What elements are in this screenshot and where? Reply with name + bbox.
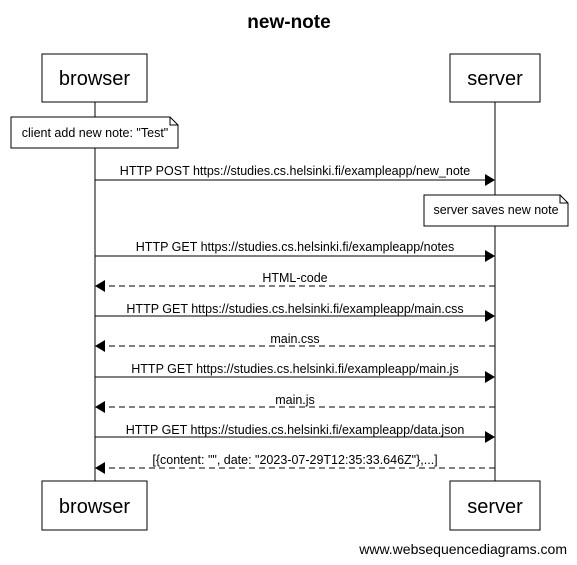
note-browser: client add new note: "Test" [10, 116, 179, 149]
message-main-css: main.css [95, 332, 495, 352]
message-get-main-css: HTTP GET https://studies.cs.helsinki.fi/… [95, 302, 495, 322]
message-data-json-response: [{content: "", date: "2023-07-29T12:35:3… [95, 453, 495, 474]
participant-server-bottom-label: server [467, 496, 523, 518]
participant-server-top: server [449, 53, 541, 103]
participant-server-bottom: server [449, 480, 541, 531]
message-post-new-note: HTTP POST https://studies.cs.helsinki.fi… [95, 164, 495, 186]
message-html-code: HTML-code [95, 271, 495, 292]
message-main-css-label: main.css [270, 332, 319, 346]
message-get-notes-label: HTTP GET https://studies.cs.helsinki.fi/… [136, 240, 454, 254]
note-browser-text: client add new note: "Test" [22, 126, 168, 140]
message-post-new-note-label: HTTP POST https://studies.cs.helsinki.fi… [120, 164, 470, 178]
message-get-main-js-label: HTTP GET https://studies.cs.helsinki.fi/… [131, 362, 458, 376]
message-main-js: main.js [95, 393, 495, 413]
message-html-code-label: HTML-code [262, 271, 327, 285]
diagram-title: new-note [247, 12, 330, 33]
message-get-notes: HTTP GET https://studies.cs.helsinki.fi/… [95, 240, 495, 262]
message-main-js-label: main.js [275, 393, 315, 407]
message-get-data-json: HTTP GET https://studies.cs.helsinki.fi/… [95, 423, 495, 443]
footer-watermark: www.websequencediagrams.com [358, 541, 567, 557]
participant-browser-bottom-label: browser [59, 496, 130, 518]
note-server-text: server saves new note [433, 203, 558, 217]
message-get-main-js: HTTP GET https://studies.cs.helsinki.fi/… [95, 362, 495, 383]
message-data-json-response-label: [{content: "", date: "2023-07-29T12:35:3… [152, 453, 437, 467]
participant-browser-top: browser [41, 53, 148, 103]
participant-browser-bottom: browser [41, 480, 148, 531]
message-get-main-css-label: HTTP GET https://studies.cs.helsinki.fi/… [126, 302, 463, 316]
message-get-data-json-label: HTTP GET https://studies.cs.helsinki.fi/… [126, 423, 465, 437]
participant-server-top-label: server [467, 68, 523, 90]
note-server: server saves new note [423, 194, 569, 227]
participant-browser-top-label: browser [59, 68, 130, 90]
